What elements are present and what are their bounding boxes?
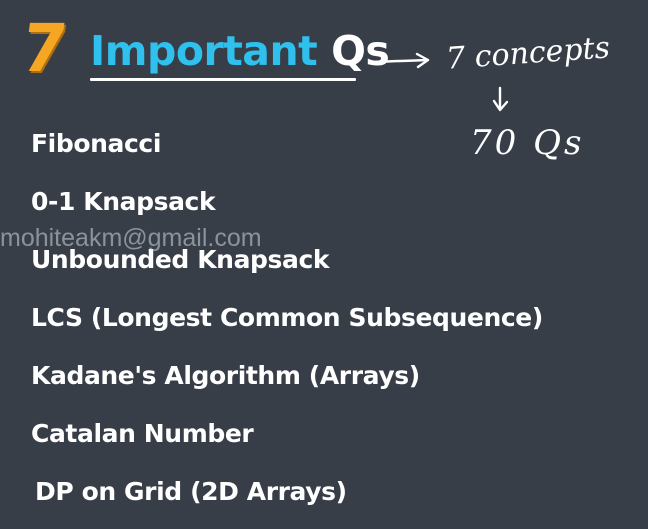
down-arrow-icon xyxy=(492,86,509,112)
list-item: Fibonacci xyxy=(31,129,161,158)
handwritten-concepts-note: 7 concepts xyxy=(444,30,612,77)
title-accent-word: Important xyxy=(90,27,318,75)
slide-title: Important Qs xyxy=(90,27,390,75)
list-item: 0-1 Knapsack xyxy=(31,187,216,216)
title-qs-word: Qs xyxy=(331,27,390,75)
slide-number: 7 xyxy=(17,10,72,87)
handwritten-qs-note: 70 Qs xyxy=(470,123,585,163)
list-item: Kadane's Algorithm (Arrays) xyxy=(31,361,420,390)
list-item: Catalan Number xyxy=(31,419,254,448)
list-item: Unbounded Knapsack xyxy=(31,245,330,274)
email-watermark: mohiteakm@gmail.com xyxy=(0,224,262,252)
list-item: LCS (Longest Common Subsequence) xyxy=(31,303,543,332)
concept-list: Fibonacci 0-1 Knapsack Unbounded Knapsac… xyxy=(31,123,543,529)
title-underline xyxy=(90,78,356,81)
list-item: DP on Grid (2D Arrays) xyxy=(35,477,347,506)
